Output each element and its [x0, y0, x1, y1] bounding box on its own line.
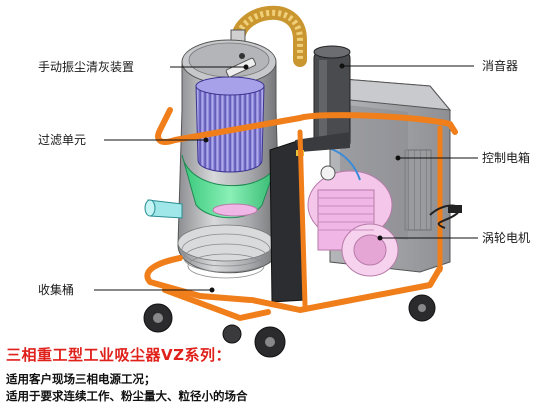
wheel-front-right: [254, 326, 286, 358]
inlet-nozzle: [144, 199, 183, 219]
turbine-motor: [299, 145, 399, 277]
wheel-rear-left: [222, 324, 242, 344]
power-plug: [448, 205, 462, 213]
power-cable: [429, 204, 461, 229]
label-motor: 涡轮电机: [482, 231, 531, 245]
shaker-handle: [225, 53, 257, 78]
leader-lines: [94, 63, 478, 293]
muffler: [313, 45, 351, 149]
product-headline: 三相重工型工业吸尘器VZ系列：: [6, 346, 231, 364]
label-bucket: 收集桶: [38, 283, 75, 297]
label-shaker: 手动振尘清灰装置: [38, 60, 135, 74]
wheel-front-left: [143, 303, 173, 333]
trolley-frame: [144, 107, 458, 321]
label-filter: 过滤单元: [38, 133, 87, 147]
wheels: [143, 294, 436, 358]
label-muffler: 消音器: [482, 59, 519, 73]
description-line: 适用客户现场三相电源工况；: [6, 372, 156, 386]
label-control-box: 控制电箱: [482, 151, 531, 165]
wheel-rear-right: [408, 294, 436, 322]
description-line: 适用于要求连续工作、粉尘量大、粒径小的场合: [6, 389, 248, 403]
